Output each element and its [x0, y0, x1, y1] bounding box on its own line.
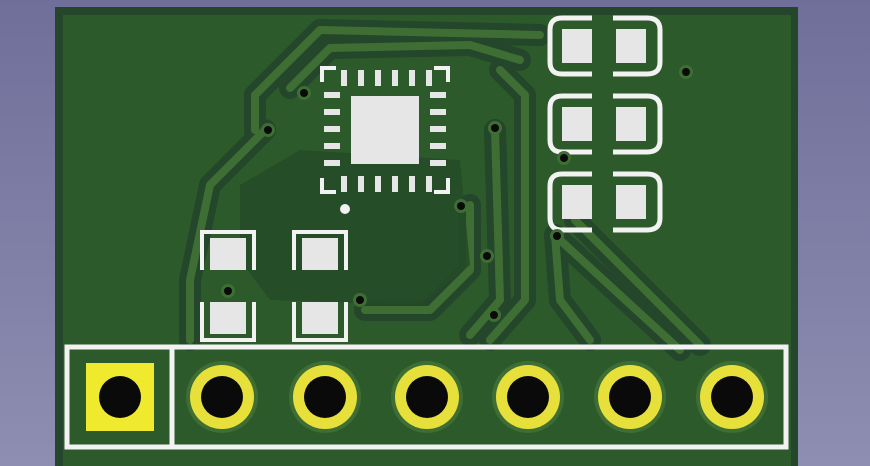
smd-pair-2	[547, 93, 663, 155]
ic-pad	[324, 126, 340, 132]
smd-pair-3	[547, 171, 663, 233]
ic-pad	[358, 70, 364, 86]
header-pin-7	[696, 361, 768, 433]
via-hole	[553, 232, 561, 240]
smd-outline	[613, 15, 663, 77]
trace	[251, 26, 544, 134]
trace	[571, 216, 704, 349]
smd-outline	[547, 15, 592, 77]
passive-pad	[210, 302, 246, 334]
via-hole	[457, 202, 465, 210]
ic-pad	[341, 70, 347, 86]
ic-corner-mark	[320, 66, 336, 82]
ic-pad	[324, 160, 340, 166]
ic-pad	[375, 176, 381, 192]
header-drill	[201, 376, 243, 418]
header-pin-3	[289, 361, 361, 433]
ic-exposed-pad	[351, 96, 419, 164]
via-hole	[682, 68, 690, 76]
ic-pad	[409, 176, 415, 192]
via-hole	[490, 311, 498, 319]
via-hole	[560, 154, 568, 162]
pin-header	[64, 344, 789, 450]
ic-pad	[426, 70, 432, 86]
ic-corner-mark	[434, 178, 450, 194]
ic-corner-mark	[434, 66, 450, 82]
ic-pad	[392, 70, 398, 86]
header-pin-4	[391, 361, 463, 433]
header-pin-2	[186, 361, 258, 433]
ic-pad	[430, 92, 446, 98]
ic-pad	[430, 160, 446, 166]
trace	[361, 201, 474, 314]
header-pin-5	[492, 361, 564, 433]
trace	[466, 126, 504, 339]
smd-pair-1	[547, 15, 663, 77]
ic-pad	[358, 176, 364, 192]
ic-pad	[430, 126, 446, 132]
ic-pad	[430, 109, 446, 115]
passive-outline	[200, 230, 256, 270]
copper-zone	[240, 150, 470, 305]
via-group	[221, 65, 693, 322]
ic-silkscreen-corners	[320, 66, 450, 194]
smd-pair-group	[547, 15, 663, 233]
ic-pad	[426, 176, 432, 192]
header-drill	[711, 376, 753, 418]
ic-pin1-dot	[340, 204, 350, 214]
smd-pad	[562, 185, 592, 219]
trace	[286, 41, 524, 92]
header-drill	[609, 376, 651, 418]
passive-1	[200, 230, 256, 342]
via-hole	[264, 126, 272, 134]
trace	[556, 236, 684, 354]
via-hole	[224, 287, 232, 295]
trace	[486, 66, 529, 344]
header-pin-6	[594, 361, 666, 433]
smd-outline	[547, 93, 592, 155]
qfn-ic	[320, 66, 450, 214]
ic-pad	[409, 70, 415, 86]
via-hole	[300, 89, 308, 97]
passive-outline	[292, 302, 348, 342]
smd-pad	[616, 185, 646, 219]
smd-pad	[616, 29, 646, 63]
ic-pad	[392, 176, 398, 192]
passive-outline	[292, 230, 348, 270]
ic-pad	[375, 70, 381, 86]
smd-outline	[613, 93, 663, 155]
smd-outline	[613, 171, 663, 233]
smd-pad	[562, 107, 592, 141]
passive-2	[292, 230, 348, 342]
ic-pad	[341, 176, 347, 192]
trace	[551, 231, 594, 344]
header-silkscreen-outline	[64, 344, 789, 450]
smd-pad	[562, 29, 592, 63]
via-hole	[483, 252, 491, 260]
via-hole	[491, 124, 499, 132]
header-drill	[406, 376, 448, 418]
header-drill	[507, 376, 549, 418]
passive-pad	[302, 238, 338, 270]
header-pin-1	[86, 363, 154, 431]
ic-corner-mark	[320, 178, 336, 194]
header-drill	[99, 376, 141, 418]
smd-pad	[616, 107, 646, 141]
passive-outline	[200, 302, 256, 342]
ic-pad	[324, 109, 340, 115]
ic-pad	[324, 143, 340, 149]
via-hole	[356, 296, 364, 304]
ic-pad	[324, 92, 340, 98]
header-drill	[304, 376, 346, 418]
passive-pad	[302, 302, 338, 334]
ic-pad	[430, 143, 446, 149]
passive-pad	[210, 238, 246, 270]
